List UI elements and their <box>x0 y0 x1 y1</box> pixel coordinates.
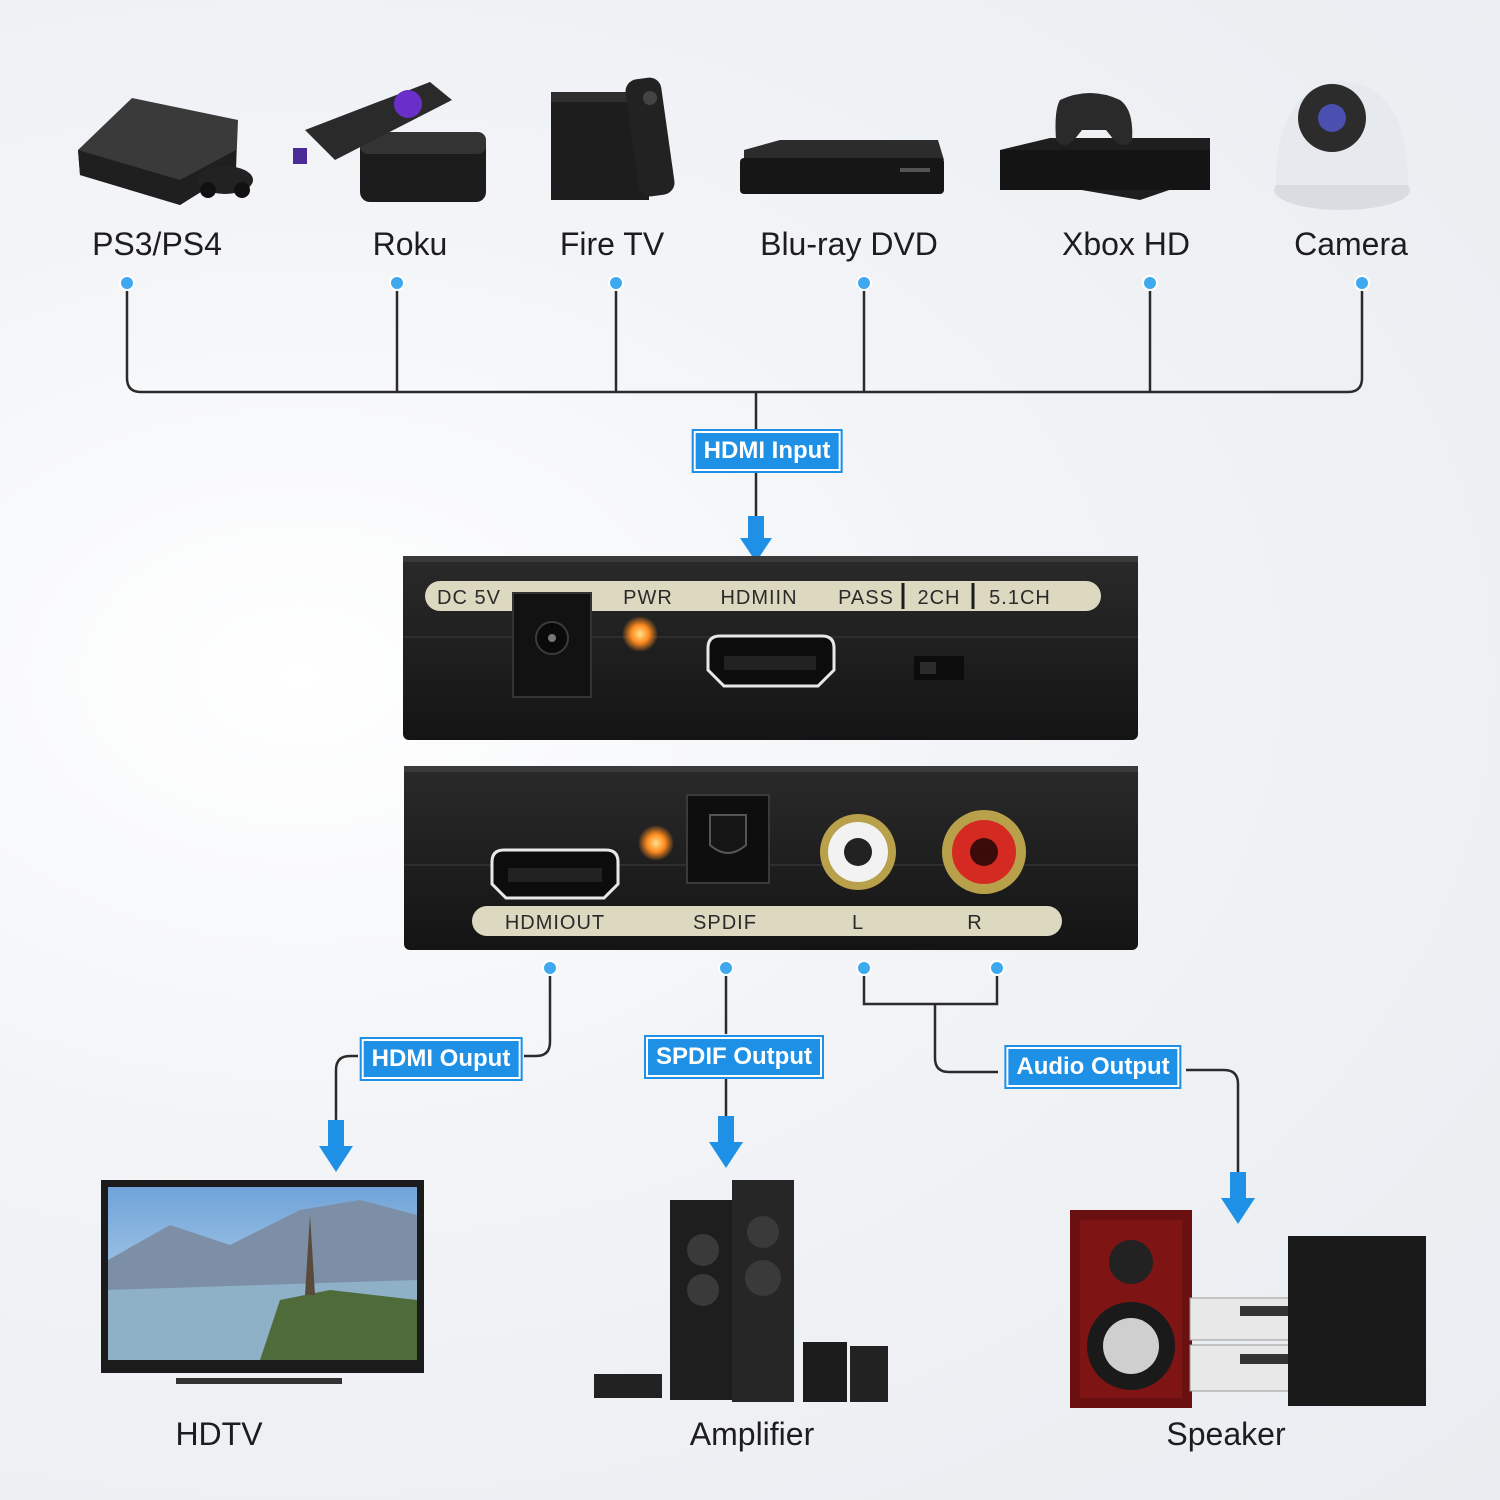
bluray-player-icon <box>740 140 944 194</box>
fire-tv-icon <box>551 76 676 200</box>
dc5v-label: DC 5V <box>437 587 501 609</box>
source-label-firetv: Fire TV <box>560 226 664 263</box>
spdif-label: SPDIF <box>693 912 757 934</box>
output-label-speaker: Speaker <box>1166 1416 1285 1453</box>
amplifier-speakers-icon <box>594 1180 888 1402</box>
hdmi-input-tag: HDMI Input <box>694 431 841 471</box>
output-label-hdtv: HDTV <box>175 1416 262 1453</box>
hdmi-input-arrow <box>740 516 772 562</box>
source-label-camera: Camera <box>1294 226 1408 263</box>
audio-output-tag: Audio Output <box>1006 1047 1179 1087</box>
xbox-console-icon <box>1000 93 1210 200</box>
streaming-box-icon <box>293 82 486 202</box>
pass-label: PASS <box>838 587 894 609</box>
spdif-output-tag: SPDIF Output <box>646 1037 822 1077</box>
51ch-label: 5.1CH <box>989 587 1051 609</box>
pwr-label: PWR <box>623 587 673 609</box>
source-label-ps: PS3/PS4 <box>92 226 222 263</box>
speaker-system-icon <box>1070 1210 1426 1408</box>
tv-icon <box>101 1180 424 1384</box>
audio-left-label: L <box>852 912 864 934</box>
output-connector-dots <box>543 961 1004 975</box>
game-console-icon <box>78 98 253 205</box>
input-connector-lines <box>127 283 1362 520</box>
dome-camera-icon <box>1274 81 1410 210</box>
hdmiout-label: HDMIOUT <box>505 912 605 934</box>
source-label-bluray: Blu-ray DVD <box>760 226 938 263</box>
hdmiin-label: HDMIIN <box>720 587 797 609</box>
device-front-panel <box>403 556 1138 740</box>
audio-right-label: R <box>967 912 982 934</box>
source-label-roku: Roku <box>373 226 448 263</box>
input-connector-dots <box>120 276 1369 290</box>
hdmi-output-tag: HDMI Ouput <box>362 1039 521 1079</box>
output-label-amplifier: Amplifier <box>690 1416 814 1453</box>
source-label-xbox: Xbox HD <box>1062 226 1190 263</box>
2ch-label: 2CH <box>917 587 960 609</box>
